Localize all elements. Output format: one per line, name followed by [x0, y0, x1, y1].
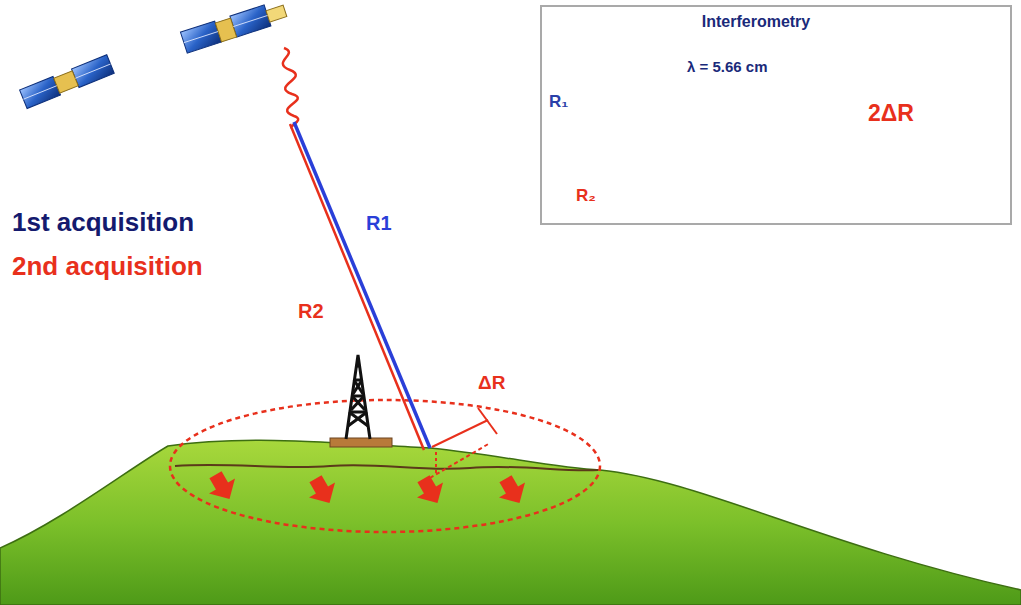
acquisition-label: 1st acquisition	[12, 208, 194, 238]
displacement-label: ΔR	[478, 372, 505, 394]
phase-shift-label: 2ΔR	[868, 100, 914, 126]
deformation-area	[170, 400, 600, 532]
range-label: R2	[298, 300, 324, 323]
acquisition-label: 2nd acquisition	[12, 252, 203, 282]
delta-r-marker	[430, 408, 497, 478]
range-label: R1	[366, 212, 392, 235]
radar-signal	[283, 48, 298, 128]
ground-line	[175, 465, 598, 470]
wave-label: R₂	[576, 186, 596, 206]
tower-symbol	[330, 355, 392, 447]
range-line-r1	[294, 122, 430, 448]
wavelength-label: λ = 5.66 cm	[684, 58, 770, 75]
wave-label: R₁	[549, 92, 568, 112]
subsidence-arrows	[203, 467, 533, 510]
panel-title: Interferometry	[702, 13, 810, 31]
satellite-2	[180, 0, 288, 53]
satellite-1	[20, 55, 115, 109]
hill	[0, 440, 1021, 605]
range-line-r2	[290, 124, 424, 450]
inset-panel: Interferometry	[540, 5, 1012, 225]
